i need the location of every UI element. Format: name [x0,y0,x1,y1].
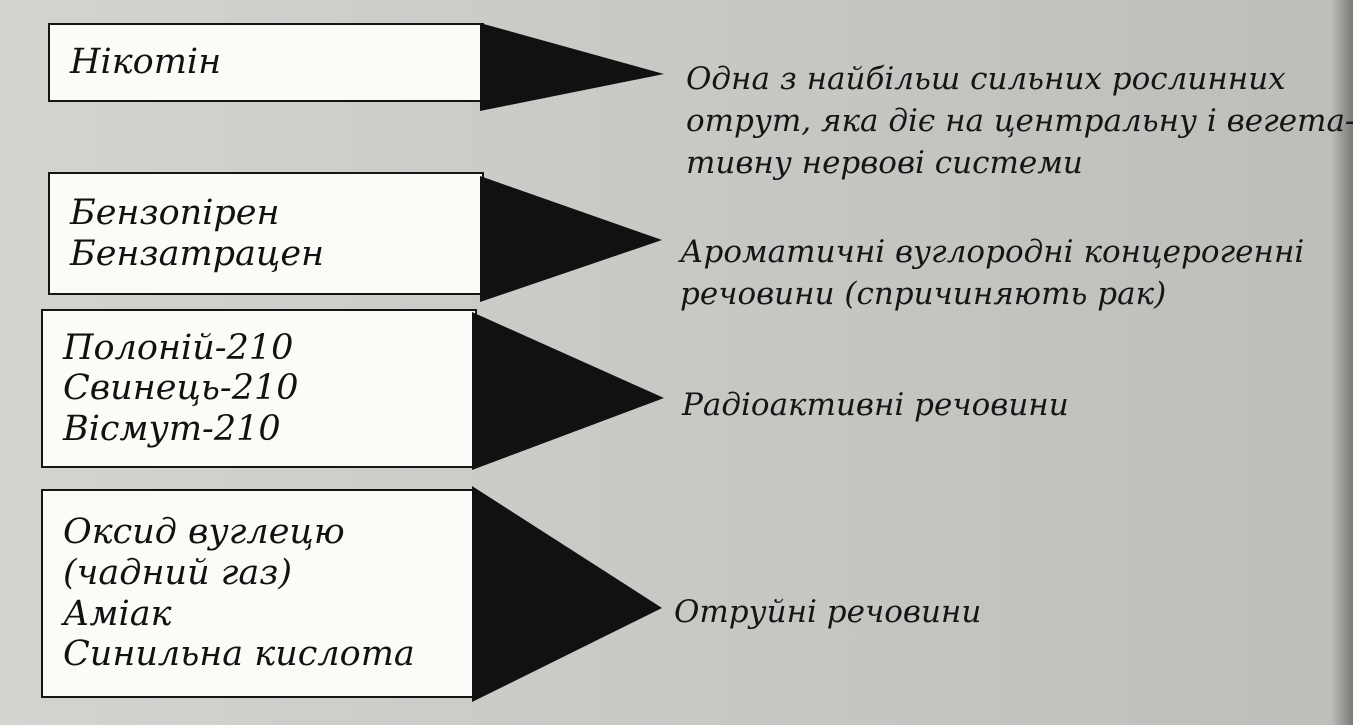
description-aromatic: Ароматичні вуглородні концерогенні речов… [680,232,1304,316]
arrow-triangle-icon [480,176,662,302]
description-line: тивну нервові системи [686,144,1083,181]
term-line: Полоній-210 [63,327,294,368]
term-line: (чадний газ) [63,552,293,593]
term-line: Аміак [63,593,172,634]
description-line: Радіоактивні речовини [682,387,1069,423]
description-radioactive: Радіоактивні речовини [682,385,1069,427]
term-line: Нікотін [70,42,222,83]
arrow-triangle-shape [480,23,664,111]
arrow-triangle-shape [472,312,664,470]
term-line: Бензопірен [70,192,280,233]
term-box-radioactive: Полоній-210 Свинець-210 Вісмут-210 [41,309,477,468]
description-nicotine: Одна з найбільш сильних рослинних отрут,… [686,59,1353,185]
term-line: Оксид вуглецю [63,512,345,553]
term-box-aromatic: Бензопірен Бензатрацен [48,172,484,295]
description-line: речовини (спричиняють рак) [680,275,1167,312]
description-line: отрут, яка діє на центральну і вегета- [686,102,1353,139]
page-edge-shadow [1331,0,1353,725]
term-box-nicotine: Нікотін [48,23,484,102]
description-toxic: Отруйні речовини [674,592,981,634]
description-line: Отруйні речовини [674,594,982,630]
arrow-triangle-icon [480,23,664,111]
term-line: Вісмут-210 [63,408,281,449]
term-line: Бензатрацен [70,233,325,274]
term-box-toxic: Оксид вуглецю (чадний газ) Аміак Синильн… [41,489,477,698]
arrow-triangle-icon [472,312,664,470]
arrow-triangle-shape [480,176,662,302]
term-line: Синильна кислота [63,634,415,675]
arrow-triangle-icon [472,486,662,702]
arrow-triangle-shape [472,486,662,702]
description-line: Ароматичні вуглородні концерогенні [680,234,1305,270]
description-line: Одна з найбільш сильних рослинних [686,61,1286,97]
term-line: Свинець-210 [63,368,299,409]
